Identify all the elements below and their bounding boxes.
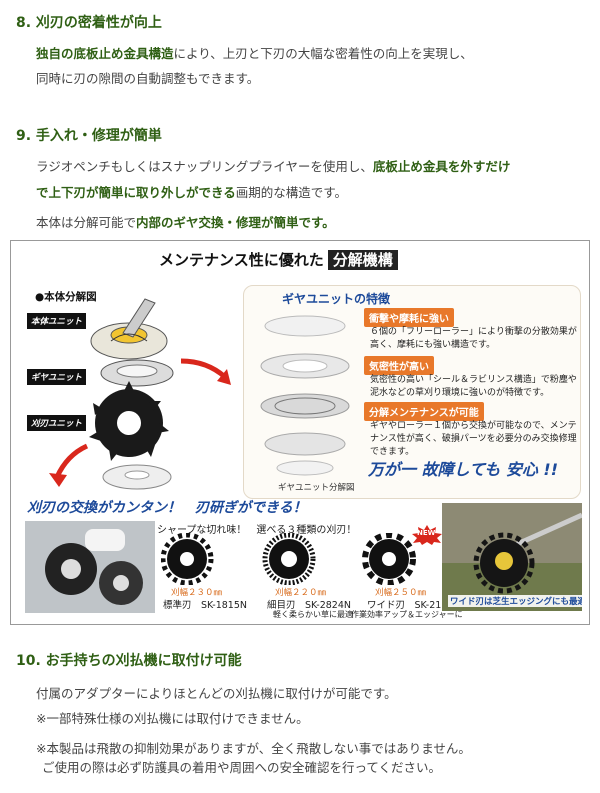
disassembly-illustration <box>49 298 231 490</box>
gear-unit-caption: ギヤユニット分解図 <box>278 483 355 493</box>
maintenance-panel: メンテナンス性に優れた分解機構 ●本体分解図 <box>10 240 590 625</box>
feature-2-heading: 気密性が高い <box>364 356 434 375</box>
section-9-line-2-highlight: で上下刃が簡単に取り外しができる <box>36 185 236 200</box>
panel-title-text: メンテナンス性に優れた <box>159 251 324 269</box>
tag-body-unit: 本体ユニット <box>27 313 87 329</box>
blade-change-illustration <box>25 521 155 613</box>
arrow-down-icon <box>54 443 89 479</box>
section-10-line-2: ※一部特殊仕様の刈払機には取付けできません。 <box>36 711 309 726</box>
blade-3-width: 刈幅２５０㎜ <box>375 588 427 598</box>
feature-1-heading: 衝撃や摩耗に強い <box>364 308 454 327</box>
gear-unit-image <box>100 359 174 387</box>
disassembly-label: ●本体分解図 <box>35 291 97 303</box>
blade-1-name: 標準刃 SK-1815N <box>163 600 247 611</box>
feature-1-text: ６個の「フリーローラー」により衝撃の分散効果が高く、摩耗にも強い構造です。 <box>370 327 577 350</box>
blade-2-name: 細目刃 SK-2824N <box>267 600 351 611</box>
peace-of-mind-banner: 万が一 故障しても 安心 !! <box>368 460 559 479</box>
new-badge-text: NEW <box>417 529 436 537</box>
wide-blade-image <box>362 533 416 585</box>
tag-blade-unit: 刈刃ユニット <box>27 415 87 431</box>
base-plate-image <box>102 464 172 490</box>
section-9-line-1: ラジオペンチもしくはスナップリングプライヤーを使用し、底板止め金具を外すだけ <box>36 156 510 175</box>
lawn-edging-caption: ワイド刃は芝生エッジングにも最適！ <box>448 595 582 607</box>
section-9-title: 9. 手入れ・修理が簡単 <box>16 128 162 144</box>
section-9-line-1-highlight: 底板止め金具を外すだけ <box>372 159 511 174</box>
feature-2-text: 気密性の高い「シール＆ラビリンス構造」で粉塵や泥水などの草刈り環境に強いのが特徴… <box>370 375 577 398</box>
section-8-line-1-rest: により、上刃と下刃の大幅な密着性の向上を実現し、 <box>173 46 473 61</box>
blade-1-width: 刈幅２３０㎜ <box>171 588 223 598</box>
section-9-line-3-highlight: 内部のギヤ交換・修理が簡単です。 <box>136 215 335 230</box>
section-8-line-1: 独自の底板止め金具構造により、上刃と下刃の大幅な密着性の向上を実現し、 <box>36 43 473 62</box>
section-8-line-2: 同時に刃の隙間の自動調整もできます。 <box>36 71 260 86</box>
new-badge-icon <box>412 525 442 545</box>
blade-3-note: 作業効率アップ＆エッジャーに <box>351 610 463 619</box>
panel-title-box: 分解機構 <box>327 250 398 270</box>
blade-lineup-illustration <box>161 533 416 585</box>
feature-3-heading: 分解メンテナンスが可能 <box>364 402 484 421</box>
section-10-line-4: ご使用の際は必ず防護具の着用や周囲への安全確認を行ってください。 <box>42 760 442 775</box>
body-unit-image <box>90 298 168 360</box>
blade-3-name: ワイド刃 SK-2118V <box>367 600 460 611</box>
section-10-line-3: ※本製品は飛散の抑制効果がありますが、全く飛散しない事ではありません。 <box>36 741 471 756</box>
lawn-edging-photo: ワイド刃は芝生エッジングにも最適！ <box>442 503 582 611</box>
gear-unit-title: ギヤユニットの特徴 <box>282 292 391 306</box>
tag-gear-unit: ギヤユニット <box>27 369 87 385</box>
section-8-title: 8. 刈刃の密着性が向上 <box>16 15 162 31</box>
section-9-line-2-rest: 画期的な構造です。 <box>235 185 348 200</box>
arrow-head-right-icon <box>217 369 231 385</box>
blade-2-note: 軽く柔らかい草に最適 <box>273 610 353 619</box>
feature-3-text: ギヤやローラー１個から交換が可能なので、メンテナンス性が高く、破損パーツを必要分… <box>370 421 577 457</box>
blade-change-photo <box>25 521 155 613</box>
panel-title: メンテナンス性に優れた分解機構 <box>159 249 398 270</box>
section-9-line-3: 本体は分解可能で内部のギヤ交換・修理が簡単です。 <box>36 212 335 231</box>
arrow-right-icon <box>180 358 227 379</box>
section-9-line-1-pre: ラジオペンチもしくはスナップリングプライヤーを使用し、 <box>36 159 373 174</box>
section-8-highlight: 独自の底板止め金具構造 <box>36 46 174 61</box>
gear-unit-box: ギヤユニットの特徴 衝撃や摩耗に強い ６個の「フリーローラー」により衝撃の分散効… <box>243 285 581 499</box>
blade-unit-image <box>89 381 169 461</box>
gear-exploded-illustration <box>260 315 350 476</box>
section-9-line-3-pre: 本体は分解可能で <box>36 215 137 230</box>
blade-selection-heading: シャープな切れ味！ 選べる３種類の刈刃！ <box>157 525 357 536</box>
lawn-edging-illustration <box>442 503 582 611</box>
blade-swap-headline: 刈刃の交換がカンタン！ 刃研ぎができる！ <box>27 500 307 516</box>
section-10-line-1: 付属のアダプターによりほとんどの刈払機に取付けが可能です。 <box>36 686 397 701</box>
standard-blade-image <box>161 533 214 585</box>
section-9-line-2: で上下刃が簡単に取り外しができる画期的な構造です。 <box>36 182 347 201</box>
arrow-head-down-icon <box>49 473 67 487</box>
section-10-title: 10. お手持ちの刈払機に取付け可能 <box>16 653 242 669</box>
blade-2-width: 刈幅２２０㎜ <box>275 588 327 598</box>
fine-blade-image <box>262 533 316 585</box>
